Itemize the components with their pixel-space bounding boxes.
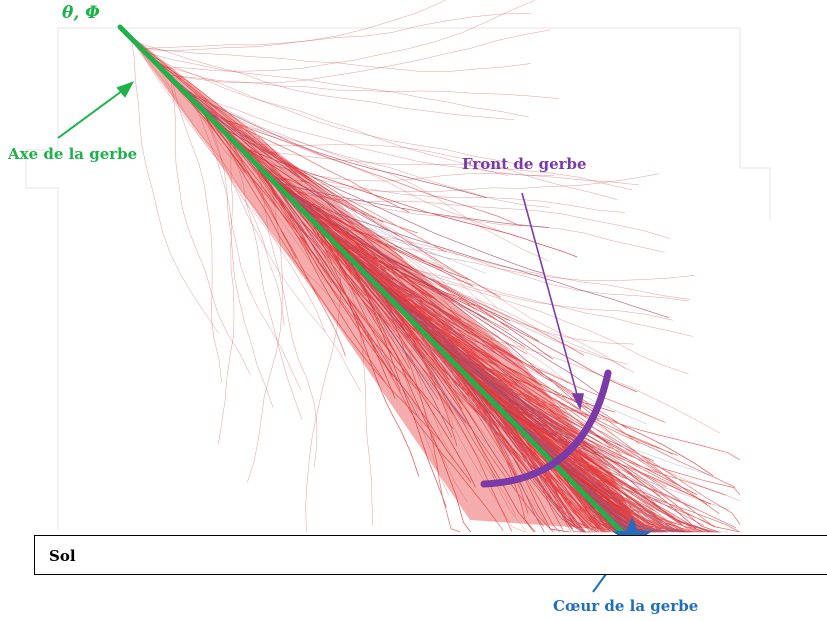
shower-axis-line: [117, 24, 625, 535]
ground-box: Sol: [34, 535, 827, 575]
axis-arrow: [57, 81, 135, 139]
shower-front-arc: [480, 369, 612, 488]
angles-label: θ, Φ: [62, 3, 100, 23]
front-arrow: [521, 192, 584, 411]
particle-shower: [122, 0, 741, 533]
shower-core-label: Cœur de la gerbe: [553, 597, 699, 615]
ground-label: Sol: [49, 547, 76, 565]
shower-axis-label: Axe de la gerbe: [8, 145, 138, 163]
shower-front-label: Front de gerbe: [462, 155, 587, 173]
simulation-frame: [25, 27, 771, 530]
